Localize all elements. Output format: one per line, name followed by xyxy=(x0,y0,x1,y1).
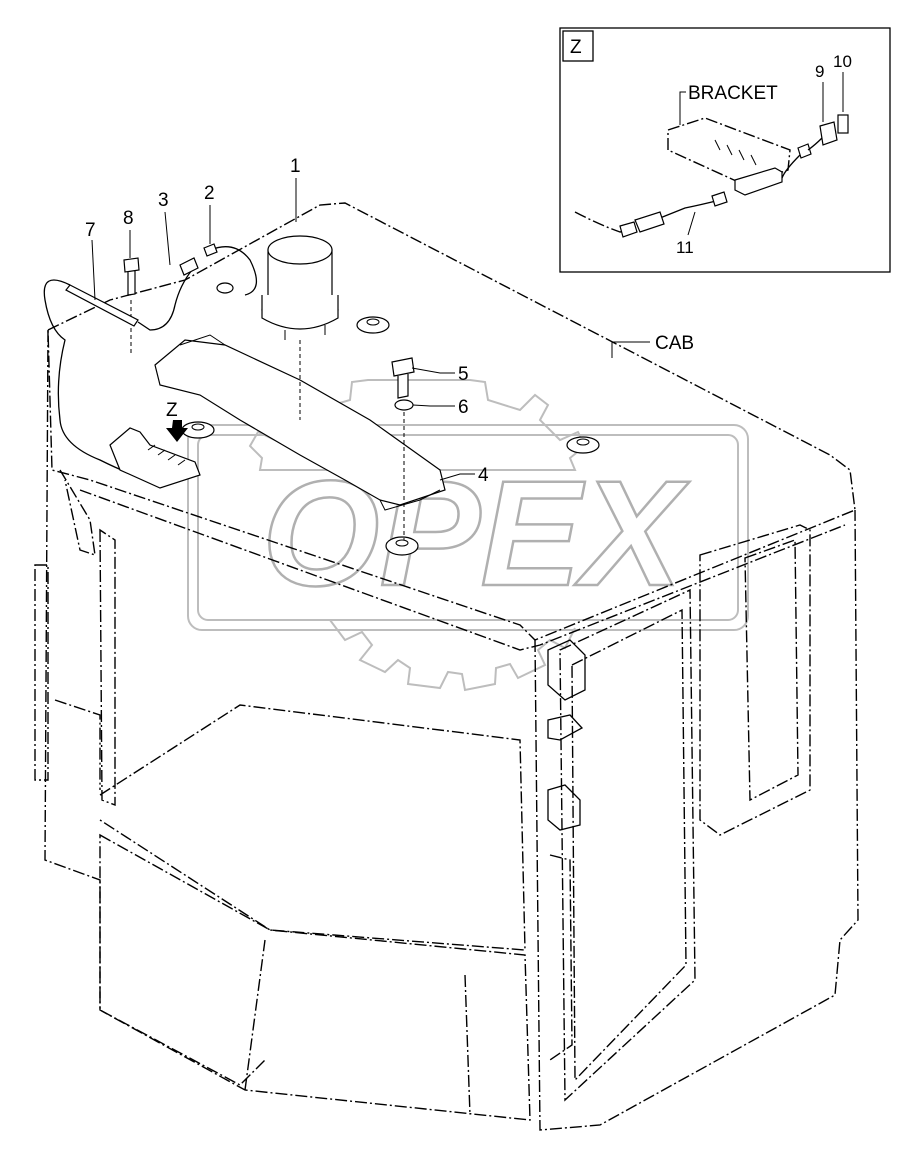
mounting-bracket xyxy=(154,339,446,506)
cab-lower-panel xyxy=(99,833,531,1121)
callout-3: 3 xyxy=(158,190,169,211)
bolt-5 xyxy=(391,357,415,399)
callout-4: 4 xyxy=(478,465,489,486)
callout-6: 6 xyxy=(458,397,469,418)
cab-door-frame-inner xyxy=(571,608,687,1082)
inset-item-10 xyxy=(837,114,849,134)
beacon-lamp xyxy=(261,235,339,340)
callout-8: 8 xyxy=(123,208,134,229)
inset-relay-block xyxy=(734,167,783,196)
cab-hinge-1 xyxy=(547,639,586,701)
callout-2: 2 xyxy=(204,183,215,204)
mounting-bracket-flange xyxy=(179,334,441,511)
watermark-text: OPEX xyxy=(262,449,690,617)
inset-bracket-outline xyxy=(667,117,791,186)
roof-parts xyxy=(43,235,600,556)
cab-roof-left-drop xyxy=(59,469,96,557)
inset-frame xyxy=(559,27,891,273)
cab-side-window-inner xyxy=(744,539,799,802)
ring-terminal-3 xyxy=(216,282,234,294)
view-z-label: Z xyxy=(166,400,178,421)
view-z-arrow xyxy=(166,420,188,442)
cab-side-face xyxy=(534,509,859,1131)
watermark-gear-bottom xyxy=(329,619,576,692)
cab-hinge-3 xyxy=(547,784,581,831)
inset-view-label: Z xyxy=(570,37,582,58)
relay-bracket xyxy=(109,427,201,489)
bolt-8 xyxy=(123,257,140,296)
watermark-frame-outer xyxy=(187,424,749,631)
inset-view-tag xyxy=(562,30,594,62)
inset-bracket-label: BRACKET xyxy=(688,83,778,104)
inset-callout-11: 11 xyxy=(676,238,694,257)
washer-6 xyxy=(394,399,414,411)
cab-door-frame xyxy=(559,588,696,1102)
cab-lower-step xyxy=(244,939,471,1116)
cab-front-window xyxy=(99,528,526,951)
inset-plug xyxy=(634,211,665,233)
connector-3 xyxy=(179,257,199,276)
cab-left-pillar xyxy=(34,564,101,790)
rod-7 xyxy=(65,284,139,327)
cab-front-face xyxy=(44,329,266,1086)
inset-wire-tail xyxy=(574,211,633,233)
wire-harness xyxy=(43,246,257,481)
cab-side-window xyxy=(699,524,811,836)
inset-callout-10: 10 xyxy=(833,52,852,71)
cab-hinge-2 xyxy=(547,714,584,741)
opex-watermark: OPEX xyxy=(187,379,749,692)
inset-connector-9 xyxy=(819,121,838,146)
fitting-2 xyxy=(203,243,218,257)
watermark-frame-inner xyxy=(197,434,739,621)
inset-detail-z: Z BRACKET 9 10 11 xyxy=(559,27,891,273)
callout-5: 5 xyxy=(458,364,469,385)
callout-1: 1 xyxy=(290,156,301,177)
inset-callout-9: 9 xyxy=(815,62,824,81)
cab-body xyxy=(34,202,859,1131)
cab-label: CAB xyxy=(655,333,694,354)
callout-7: 7 xyxy=(85,220,96,241)
leader-lines xyxy=(91,178,650,481)
cab-handle xyxy=(549,854,573,1061)
callout-labels: 1 2 3 8 7 5 6 4 Z CAB xyxy=(85,156,694,486)
